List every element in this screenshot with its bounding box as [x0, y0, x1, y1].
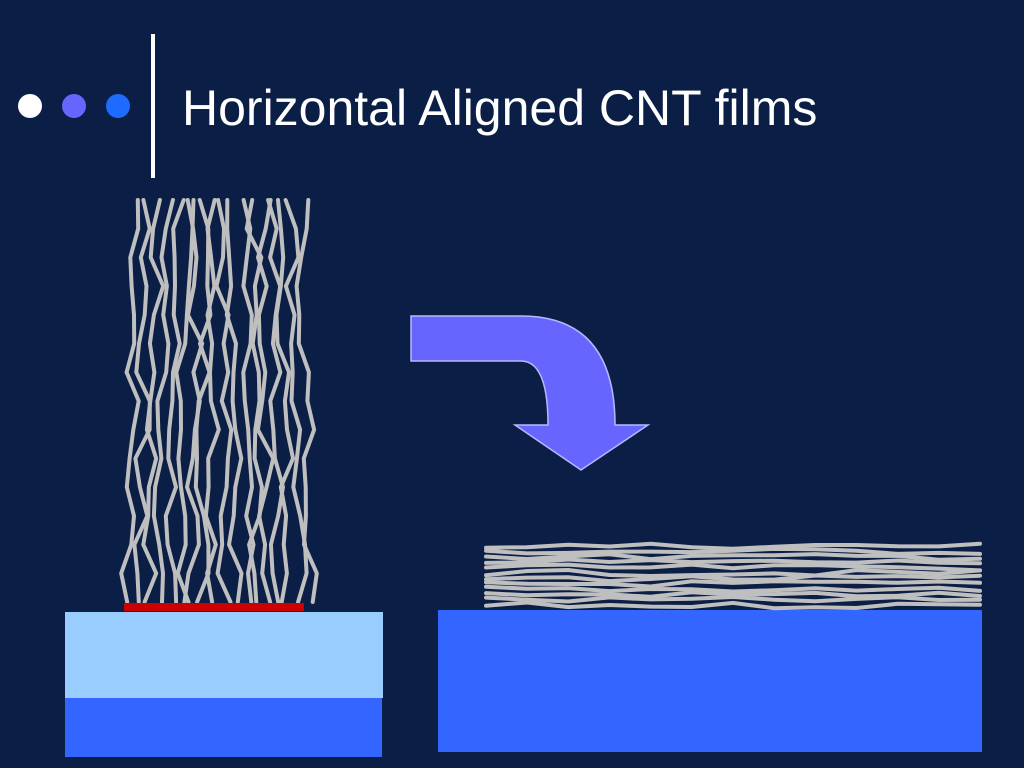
cnt-fiber-horizontal [484, 600, 982, 611]
cnt-fiber-horizontal [484, 579, 982, 589]
cnt-fiber-vertical [163, 198, 186, 604]
vertical-cnt-forest [119, 198, 319, 604]
cnt-fiber-horizontal [484, 584, 982, 594]
horizontal-cnt-film [484, 541, 982, 611]
slide-title: Horizontal Aligned CNT films [182, 80, 818, 136]
title-divider [151, 34, 155, 178]
cnt-fiber-vertical [294, 198, 319, 604]
cnt-fiber-vertical [151, 198, 175, 604]
cnt-fiber-vertical [174, 198, 196, 604]
cnt-fiber-horizontal [484, 546, 982, 556]
transfer-arrow [410, 315, 651, 471]
cnt-fiber-horizontal [484, 562, 982, 573]
cnt-fiber-horizontal [484, 552, 982, 562]
cnt-fiber-vertical [266, 198, 286, 604]
cnt-fiber-vertical [193, 198, 213, 604]
catalyst-layer [124, 603, 304, 611]
cnt-fiber-horizontal [484, 594, 982, 604]
cnt-fiber-horizontal [484, 567, 982, 579]
bullet-dots [18, 94, 130, 120]
substrate-bottom-layer [65, 698, 382, 757]
cnt-fiber-vertical [255, 198, 276, 604]
cnt-fiber-vertical [274, 198, 296, 604]
cnt-fiber-vertical [203, 198, 221, 604]
substrate-top-layer [65, 612, 383, 698]
cnt-fiber-horizontal [484, 573, 982, 584]
cnt-fiber-vertical [214, 198, 234, 604]
cnt-fiber-horizontal [484, 557, 982, 566]
cnt-fiber-vertical [224, 198, 244, 604]
target-substrate [438, 610, 982, 752]
bullet-dot-white [18, 94, 42, 118]
bullet-dot-violet [62, 94, 86, 118]
bullet-dot-blue [106, 94, 130, 118]
cnt-fiber-horizontal [484, 541, 982, 551]
cnt-fiber-vertical [141, 198, 166, 604]
cnt-fiber-vertical [119, 198, 141, 604]
